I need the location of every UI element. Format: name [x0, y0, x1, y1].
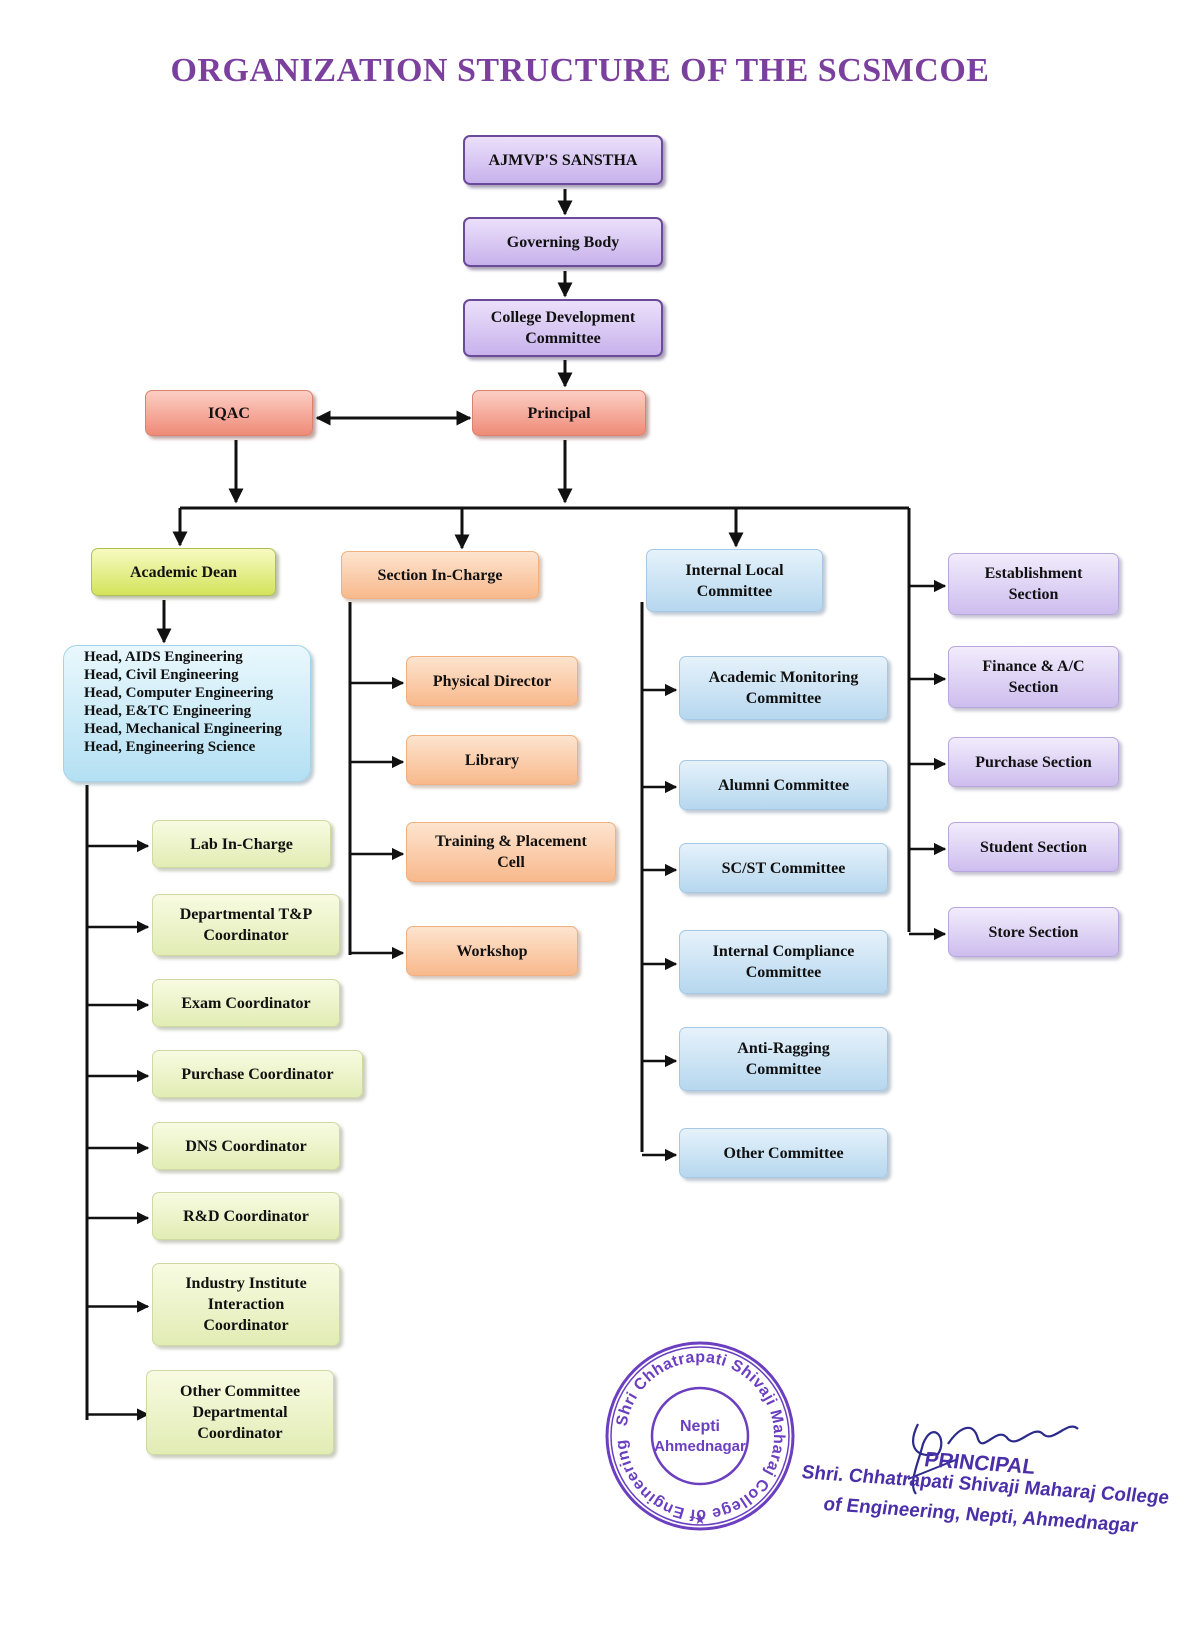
committee-item-box: Internal Compliance Committee [679, 930, 888, 994]
admin-item-line: Purchase Section [975, 753, 1092, 771]
admin-item-box: Purchase Section [948, 737, 1119, 787]
section-incharge-box: Section In-Charge [341, 551, 539, 599]
academic-dean-box: Academic Dean [91, 548, 276, 596]
coordinator-box: Industry Institute Interaction Coordinat… [152, 1263, 340, 1346]
page-title: ORGANIZATION STRUCTURE OF THE SCSMCOE [170, 52, 990, 89]
coordinator-line: Departmental T&P [179, 906, 313, 923]
svg-text:★: ★ [694, 1513, 707, 1528]
sanstha-label: AJMVP'S SANSTHA [488, 151, 638, 169]
committee-item-box: Alumni Committee [679, 760, 888, 810]
coordinator-line: Purchase Coordinator [181, 1065, 334, 1083]
committee-item-box: Academic Monitoring Committee [679, 656, 888, 720]
committee-item-box: Other Committee [679, 1128, 888, 1178]
head-entc: Head, E&TC Engineering [84, 703, 252, 719]
committee-item-line: Committee [745, 964, 822, 981]
svg-text:Shri Chhatrapati Shivaji Mahar: Shri Chhatrapati Shivaji Maharaj College… [613, 1349, 787, 1523]
coordinator-box: Other Committee Departmental Coordinator [146, 1370, 334, 1455]
admin-item-line: Store Section [988, 923, 1079, 941]
governing-body-label: Governing Body [506, 233, 620, 251]
head-mechanical: Head, Mechanical Engineering [84, 721, 282, 737]
section-item-line: Physical Director [432, 672, 552, 690]
admin-item-box: Store Section [948, 907, 1119, 957]
admin-item-line: Student Section [979, 838, 1088, 856]
principal-signature [907, 1423, 1079, 1495]
section-item-box: Training & Placement Cell [406, 822, 616, 882]
cdc-line-1: College Development [490, 309, 636, 326]
ilc-line-2: Committee [696, 582, 773, 600]
committee-item-line: Alumni Committee [717, 776, 850, 794]
admin-item-line: Section [1008, 586, 1059, 603]
governing-body-box: Governing Body [463, 217, 663, 267]
admin-item-box: Finance & A/C Section [948, 646, 1119, 708]
ilc-line-1: Internal Local [685, 561, 784, 579]
principal-label: Principal [527, 404, 591, 422]
coordinator-line: Exam Coordinator [181, 994, 311, 1012]
section-incharge-label: Section In-Charge [377, 566, 503, 584]
coordinator-box: Lab In-Charge [152, 820, 331, 868]
coordinator-box: Exam Coordinator [152, 979, 340, 1027]
iqac-box: IQAC [145, 390, 313, 436]
sanstha-box: AJMVP'S SANSTHA [463, 135, 663, 185]
admin-item-line: Section [1008, 679, 1059, 696]
coordinator-box: R&D Coordinator [152, 1192, 340, 1240]
section-item-line: Workshop [456, 942, 528, 960]
academic-dean-label: Academic Dean [129, 563, 238, 581]
iqac-label: IQAC [208, 404, 250, 422]
section-item-box: Physical Director [406, 656, 578, 706]
cdc-box: College Development Committee [463, 299, 663, 357]
section-item-line: Cell [497, 854, 525, 871]
section-item-line: Library [464, 751, 520, 769]
committee-item-line: Committee [745, 690, 822, 707]
committee-item-line: Academic Monitoring [708, 669, 859, 686]
coordinator-line: Coordinator [203, 1317, 289, 1334]
admin-item-box: Establishment Section [948, 553, 1119, 615]
coordinator-line: Departmental [192, 1404, 288, 1421]
department-heads-box: Head, AIDS Engineering Head, Civil Engin… [63, 645, 311, 782]
coordinator-line: Coordinator [197, 1425, 283, 1442]
coordinator-line: Industry Institute [185, 1275, 307, 1292]
coordinator-line: Coordinator [203, 927, 289, 944]
head-aids: Head, AIDS Engineering [84, 649, 243, 665]
head-engineering-science: Head, Engineering Science [84, 739, 256, 755]
svg-text:Ahmednagar: Ahmednagar [654, 1438, 746, 1455]
svg-text:Nepti: Nepti [680, 1418, 720, 1435]
section-item-box: Library [406, 735, 578, 785]
admin-item-box: Student Section [948, 822, 1119, 872]
committee-item-line: SC/ST Committee [721, 859, 846, 877]
committee-item-line: Other Committee [723, 1144, 844, 1162]
committee-item-line: Internal Compliance [712, 943, 855, 960]
ilc-box: Internal Local Committee [646, 549, 823, 612]
coordinator-line: Interaction [207, 1296, 285, 1313]
section-item-box: Workshop [406, 926, 578, 976]
committee-item-line: Committee [745, 1061, 822, 1078]
coordinator-box: Purchase Coordinator [152, 1050, 363, 1098]
admin-item-line: Finance & A/C [982, 658, 1085, 675]
head-computer: Head, Computer Engineering [84, 685, 274, 701]
head-civil: Head, Civil Engineering [84, 667, 239, 683]
committee-item-box: SC/ST Committee [679, 843, 888, 893]
committee-item-line: Anti-Ragging [737, 1040, 830, 1057]
section-item-line: Training & Placement [435, 833, 587, 850]
coordinator-box: Departmental T&P Coordinator [152, 894, 340, 956]
coordinator-line: Lab In-Charge [190, 835, 293, 853]
principal-box: Principal [472, 390, 646, 436]
coordinator-line: R&D Coordinator [183, 1207, 309, 1225]
college-seal-stamp: Shri Chhatrapati Shivaji Maharaj College… [605, 1341, 795, 1531]
cdc-line-2: Committee [525, 330, 601, 347]
coordinator-line: Other Committee [179, 1383, 301, 1400]
coordinator-line: DNS Coordinator [185, 1137, 307, 1155]
committee-item-box: Anti-Ragging Committee [679, 1027, 888, 1091]
admin-item-line: Establishment [984, 565, 1083, 582]
coordinator-box: DNS Coordinator [152, 1122, 340, 1170]
